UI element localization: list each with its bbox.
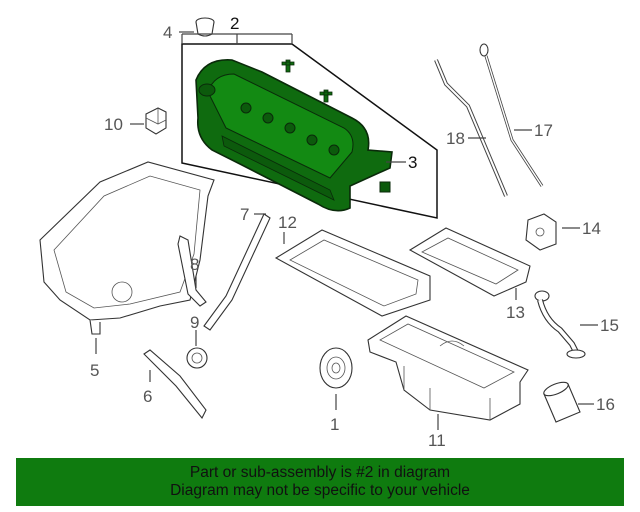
callout-18: 18: [446, 129, 465, 148]
callout-3: 3: [408, 153, 417, 172]
callout-15: 15: [600, 316, 619, 335]
callout-5: 5: [90, 361, 99, 380]
callout-14: 14: [582, 219, 601, 238]
callout-16: 16: [596, 395, 615, 414]
callout-17: 17: [534, 121, 553, 140]
valve-cover-part-2[interactable]: [195, 59, 393, 212]
tube-part-15[interactable]: [534, 290, 586, 359]
callout-7: 7: [240, 205, 249, 224]
callout-10: 10: [104, 115, 123, 134]
callout-13: 13: [506, 303, 525, 322]
banner-line-2: Diagram may not be specific to your vehi…: [170, 482, 470, 499]
callout-12: 12: [278, 213, 297, 232]
callout-11: 11: [428, 431, 446, 450]
leader-lines: [95, 31, 598, 430]
oil-cap-part-4[interactable]: [195, 17, 215, 37]
bolt-icon: [281, 59, 333, 103]
callout-4: 4: [163, 23, 172, 42]
oil-filter-part-16[interactable]: [542, 379, 581, 423]
callout-1: 1: [330, 415, 339, 434]
parts-diagram: 2 4 10 3 5 6 7 8 9 12 13 14 15 16 17 18 …: [39, 14, 619, 450]
callout-6: 6: [143, 387, 152, 406]
sensor-part-10[interactable]: [145, 107, 167, 135]
callout-2: 2: [230, 14, 239, 33]
info-banner: Part or sub-assembly is #2 in diagram Di…: [16, 458, 624, 506]
bracket-part-14[interactable]: [525, 213, 557, 251]
tube-part-18[interactable]: [434, 59, 508, 197]
assembly-2-outline: [181, 43, 438, 219]
gasket-part-7[interactable]: [203, 213, 271, 331]
dipstick-part-17[interactable]: [479, 43, 544, 187]
gasket-part-8[interactable]: [177, 235, 207, 307]
oil-pan-gasket-part-12[interactable]: [274, 229, 431, 317]
timing-cover-part-5[interactable]: [39, 161, 215, 335]
gasket-part-6[interactable]: [143, 349, 207, 420]
baffle-part-13[interactable]: [408, 227, 531, 297]
oil-pan-part-11[interactable]: [367, 315, 529, 421]
callout-9: 9: [190, 313, 199, 332]
callout-8: 8: [190, 255, 199, 274]
banner-line-1: Part or sub-assembly is #2 in diagram: [189, 464, 451, 481]
seal-part-9[interactable]: [186, 347, 208, 369]
pulley-part-1[interactable]: [319, 347, 353, 389]
